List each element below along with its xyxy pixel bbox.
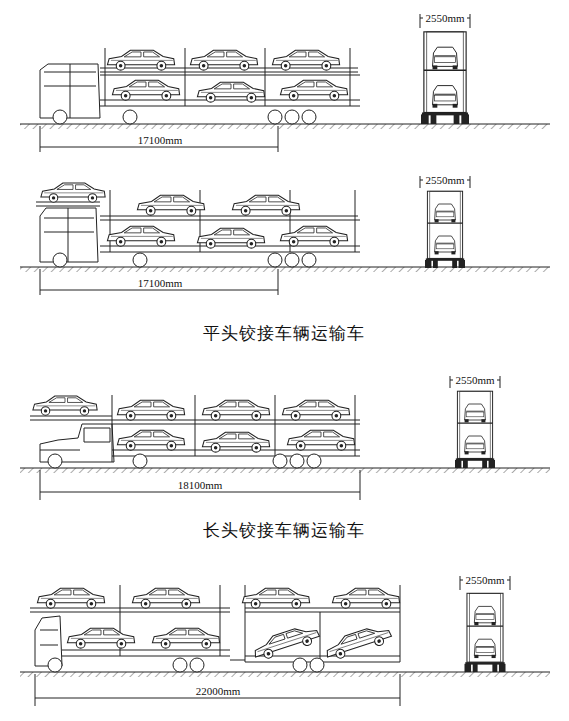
dimension-label: 2550mm	[453, 374, 496, 386]
dimension-label: 2550mm	[423, 174, 466, 186]
dimension-label: 22000mm	[194, 685, 243, 697]
caption-title: 平头铰接车辆运输车	[201, 324, 367, 343]
caption-title: 长头铰接车辆运输车	[201, 521, 367, 540]
dimension-label: 17100mm	[136, 277, 185, 289]
dimension-label: 2550mm	[423, 12, 466, 24]
dimension-label: 2550mm	[463, 574, 506, 586]
dimension-label: 17100mm	[136, 134, 185, 146]
dimension-label: 18100mm	[176, 479, 225, 491]
